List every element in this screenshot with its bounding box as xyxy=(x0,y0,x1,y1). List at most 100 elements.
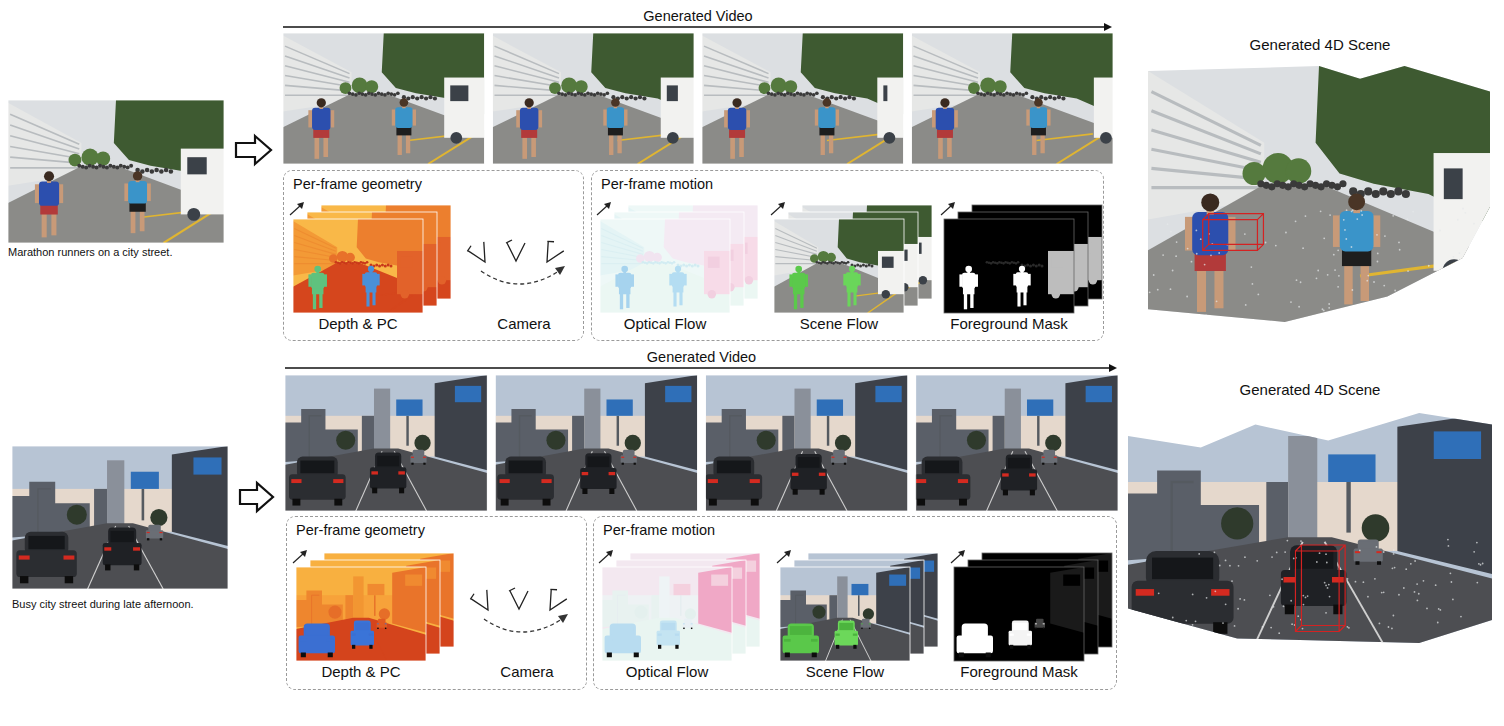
cloud-point xyxy=(1384,235,1386,237)
cloud-point xyxy=(1356,218,1358,220)
cloud-point xyxy=(1439,230,1441,232)
window-row xyxy=(945,243,987,255)
cloud-point xyxy=(1462,306,1464,308)
billboard xyxy=(817,399,843,415)
road xyxy=(912,95,1114,164)
crowd-person xyxy=(1015,91,1019,95)
dashed-group: Per-frame geometryDepth & PCCamera xyxy=(283,170,584,341)
image-frame xyxy=(12,446,228,589)
car-window xyxy=(661,623,675,630)
car-wheel xyxy=(399,488,404,494)
billboard xyxy=(674,584,691,595)
runner-shirt xyxy=(365,272,377,287)
sky xyxy=(283,33,485,164)
car-wheel xyxy=(582,488,587,494)
crowd-person xyxy=(396,91,400,95)
runner-shirt xyxy=(1340,211,1374,252)
car-wheel xyxy=(328,653,333,658)
building xyxy=(1050,567,1084,633)
sign xyxy=(665,386,691,402)
runner-arm xyxy=(669,274,672,286)
runner-leg xyxy=(739,137,744,157)
car-light xyxy=(633,639,640,642)
camera-trajectory: Camera xyxy=(472,547,582,687)
street-light xyxy=(940,416,952,460)
crowd-person xyxy=(108,164,112,168)
van xyxy=(444,78,484,138)
crowd-person xyxy=(375,264,378,267)
car-wheel xyxy=(377,628,378,629)
frustum-lines xyxy=(510,591,528,609)
runner-arm xyxy=(954,110,958,127)
cloud-point xyxy=(1300,281,1302,283)
car-body xyxy=(1001,469,1037,490)
car-light xyxy=(916,479,926,483)
cloud-point xyxy=(1428,265,1430,267)
crowd-person xyxy=(112,165,116,169)
cloud-point xyxy=(1415,293,1417,295)
cloud-point xyxy=(1252,283,1254,285)
window-row xyxy=(495,66,559,83)
pole xyxy=(827,416,829,446)
car-window xyxy=(790,626,812,635)
car-wheel xyxy=(334,499,342,506)
car-body xyxy=(657,631,680,646)
cloud-point xyxy=(1394,290,1396,292)
pole xyxy=(1037,416,1039,446)
car-light xyxy=(1043,623,1045,625)
crowd-person xyxy=(770,92,774,96)
car-body xyxy=(957,636,993,654)
window-row xyxy=(601,263,643,264)
car-body xyxy=(103,543,142,565)
runner-arm xyxy=(815,109,819,125)
cloud-point xyxy=(1464,212,1466,214)
tree xyxy=(67,505,87,525)
stack-arrow-head xyxy=(604,202,611,209)
runner-head xyxy=(400,98,409,107)
illustration xyxy=(1140,36,1500,326)
sign xyxy=(455,386,481,402)
sky xyxy=(774,219,904,313)
cloud-point xyxy=(1399,309,1401,311)
cloud-point xyxy=(1318,313,1320,315)
car-window xyxy=(414,451,424,455)
illustration-group xyxy=(597,202,771,313)
van-wheel xyxy=(667,132,679,144)
crowd-person xyxy=(1387,190,1395,198)
runner-shirt xyxy=(395,107,412,128)
building xyxy=(651,595,659,619)
image-frame xyxy=(285,375,487,511)
car-body xyxy=(16,550,76,577)
runner-arm xyxy=(1047,109,1051,125)
runner-arm xyxy=(805,274,808,286)
car-light xyxy=(958,479,968,483)
runner-arm xyxy=(35,184,40,203)
van-window xyxy=(401,257,413,268)
crowd-person xyxy=(88,164,92,168)
cloud-point xyxy=(1443,290,1445,292)
cloud-point xyxy=(1257,294,1259,296)
car-wheel xyxy=(385,628,386,629)
crowd-person xyxy=(688,264,691,267)
window-row xyxy=(10,136,79,154)
crowd-person xyxy=(802,93,806,97)
sign xyxy=(193,457,221,474)
runner-arm xyxy=(308,110,312,127)
runner-leg xyxy=(626,293,629,308)
tree xyxy=(575,80,588,93)
car-light xyxy=(621,457,624,458)
van-window xyxy=(919,243,922,254)
car-body xyxy=(605,636,641,654)
frustum-plane xyxy=(506,240,512,243)
runner-leg xyxy=(131,211,136,234)
crowd-person xyxy=(1048,95,1052,99)
window-row xyxy=(495,94,559,96)
tree xyxy=(653,253,662,262)
runner-arm xyxy=(746,110,750,127)
crowd-person xyxy=(348,91,352,95)
depth-stack: Depth & PC xyxy=(289,199,464,339)
road xyxy=(495,448,697,511)
window-row xyxy=(601,243,643,255)
car-window xyxy=(1037,620,1043,623)
car-wheel xyxy=(820,489,825,495)
